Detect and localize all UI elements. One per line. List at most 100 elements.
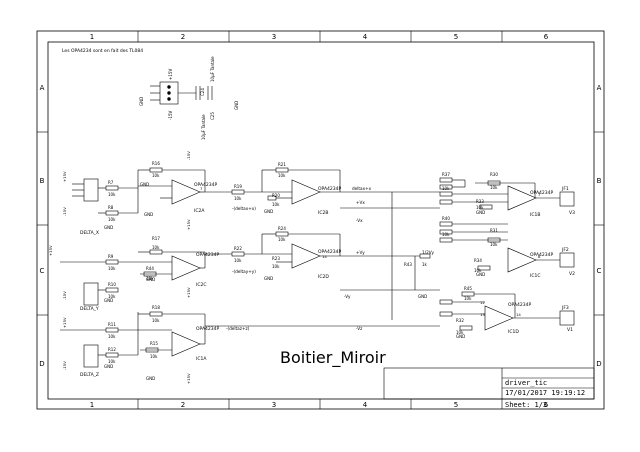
resistor-r44-val: 10k xyxy=(146,276,154,281)
col-label-1: 1 xyxy=(90,33,94,41)
resistor-r45-val: 10k xyxy=(464,296,472,301)
rail-vminus-dz: -15V xyxy=(62,361,67,370)
connector-jf1-label: V3 xyxy=(569,210,575,216)
resistor-r15-val: 10k xyxy=(150,354,158,359)
resistor-r19-ref: R19 xyxy=(234,184,242,189)
resistor-r32-val: 10k xyxy=(456,330,464,335)
resistor-r17-val: 10k xyxy=(152,245,160,250)
gnd-label-9: GND xyxy=(476,210,485,215)
resistor-r8-ref: R8 xyxy=(108,205,114,210)
gnd-label-13: GND xyxy=(144,212,153,217)
opamp-ic1c-part: OPA4234P xyxy=(530,252,553,258)
power-vminus-label: -15V xyxy=(168,110,173,120)
gnd-label-3: GND xyxy=(104,364,113,369)
connector-jf3: JF3 xyxy=(561,305,569,311)
net-dy: -(deltay+y) xyxy=(232,269,256,274)
power-vplus-label: +15V xyxy=(168,69,173,80)
resistor-r40-val: 10k xyxy=(442,232,450,237)
resistor-r10-val: 10k xyxy=(108,294,116,299)
net-vx-plus: +Vx xyxy=(356,200,365,205)
gnd-label-8: GND xyxy=(264,276,273,281)
row-label-d: D xyxy=(39,360,44,368)
outer-frame xyxy=(36,30,605,410)
connector-jf3-label: V1 xyxy=(567,327,573,333)
opamp-ic2a-part: OPA4234P xyxy=(194,182,217,188)
resistor-r7-ref: R7 xyxy=(108,180,114,185)
opamp-ic1b-part: OPA4234P xyxy=(530,190,553,196)
resistor-r18-val: 10k xyxy=(152,318,160,323)
col-label-5-bottom: 5 xyxy=(454,401,458,409)
col-label-6: 6 xyxy=(544,33,549,41)
resistor-r24-ref: R24 xyxy=(278,226,286,231)
rail-vplus-dy: +15V xyxy=(48,245,53,256)
resistor-r24-val: 10k xyxy=(278,237,286,242)
row-label-d-right: D xyxy=(596,360,601,368)
resistor-r21-ref: R21 xyxy=(278,162,286,167)
title-block-sheet: Sheet: 1/3 xyxy=(505,401,547,409)
pin-out-ic2a: 7 xyxy=(200,186,203,191)
resistor-r20-ref: R20 xyxy=(272,193,280,198)
wiring-row-d xyxy=(60,291,575,368)
net-dz: -(deltaz+z) xyxy=(226,326,250,331)
cap-c25-label: C25 xyxy=(210,112,215,120)
opamp-ic1d-part: OPA4234P xyxy=(508,302,531,308)
title-block-filename: driver_tic xyxy=(505,379,547,387)
rail-vminus-dy: -15V xyxy=(62,291,67,300)
gnd-label-1: GND xyxy=(104,225,113,230)
opamp-ic2d-ref: IC2D xyxy=(318,274,329,280)
resistor-r16-val: 10k xyxy=(152,173,160,178)
net-vz-minus: -Vz xyxy=(356,326,363,331)
connector-delta-z: DELTA_Z xyxy=(80,372,99,378)
gnd-label-7: GND xyxy=(264,209,273,214)
connector-delta-x: DELTA_X xyxy=(80,230,99,236)
resistor-r20-val: 10k xyxy=(272,202,280,207)
sheet-title: Boitier_Miroir xyxy=(280,348,386,368)
wiring-row-b xyxy=(72,167,575,320)
rail-vminus-dx: -15V xyxy=(62,207,67,216)
col-label-4: 4 xyxy=(363,33,368,41)
gnd-label-6: GND xyxy=(146,376,155,381)
resistor-r31-ref: R31 xyxy=(490,228,498,233)
col-label-2-bottom: 2 xyxy=(181,401,185,409)
net-half-vy: 1/2Vy xyxy=(422,250,434,255)
col-label-4-bottom: 4 xyxy=(363,401,368,409)
opamp-ic2a-ref: IC2A xyxy=(194,208,205,214)
resistor-r22-val: 10k xyxy=(234,258,242,263)
resistor-r9-val: 10k xyxy=(108,266,116,271)
opamp-ic2b-ref: IC2B xyxy=(318,210,328,216)
row-label-c: C xyxy=(40,267,45,275)
pin-in-ic1d-13: 13 xyxy=(480,312,485,317)
gnd-label-10: GND xyxy=(476,272,485,277)
resistor-r12-val: 10k xyxy=(108,359,116,364)
resistor-r34-ref: R34 xyxy=(474,258,482,263)
row-label-b-right: B xyxy=(597,177,602,185)
resistor-r17-ref: R17 xyxy=(152,236,160,241)
resistor-r16-ref: R16 xyxy=(152,161,160,166)
row-label-a: A xyxy=(40,84,45,92)
pin-in-ic1d-12: 12 xyxy=(480,300,485,305)
resistor-r19-val: 10k xyxy=(234,196,242,201)
connector-jf2: JF2 xyxy=(561,247,569,253)
col-label-5: 5 xyxy=(454,33,458,41)
opamp-ic1c-ref: IC1C xyxy=(530,273,540,279)
opamp-ic2c-part: OPA4234P xyxy=(196,252,219,258)
net-vy-minus: -Vy xyxy=(344,294,351,299)
net-dx: -(deltax+x) xyxy=(232,206,256,211)
title-block xyxy=(383,367,595,400)
resistor-r34-val: 10k xyxy=(474,268,482,273)
row-label-b: B xyxy=(40,177,45,185)
cap-c25-value: 10µF Tantale xyxy=(201,114,206,140)
col-label-1-bottom: 1 xyxy=(90,401,94,409)
resistor-r30-val: 10k xyxy=(490,185,498,190)
col-label-3-bottom: 3 xyxy=(272,401,276,409)
row-label-a-right: A xyxy=(597,84,602,92)
net-vx-minus: -Vx xyxy=(356,218,363,223)
power-gnd-label: GND xyxy=(139,97,144,106)
pin-out-ic2d: 14 xyxy=(322,254,327,259)
title-block-date: 17/01/2017 19:19:12 xyxy=(505,389,585,397)
inner-frame xyxy=(47,41,595,400)
opamp-ic2d-part: OPA4234P xyxy=(318,249,341,255)
resistor-r21-val: 10k xyxy=(278,173,286,178)
resistor-r22-ref: R22 xyxy=(234,246,242,251)
resistor-r37-ref: R37 xyxy=(442,172,450,177)
